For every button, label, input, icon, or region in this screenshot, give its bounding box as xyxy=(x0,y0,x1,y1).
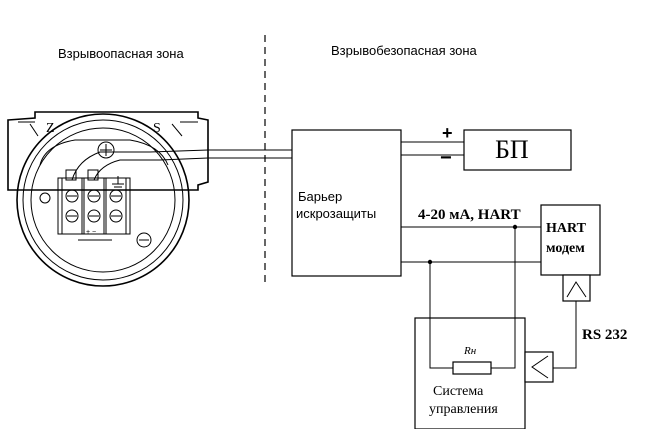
resistor-loop xyxy=(429,227,516,369)
control-system-port xyxy=(524,351,554,383)
ground-screw xyxy=(97,141,115,159)
rs232-line xyxy=(553,301,577,369)
transmitter-polarity: + − xyxy=(86,229,97,236)
hart-modem-box xyxy=(540,204,601,276)
transmitter-right-mark: S xyxy=(153,121,161,136)
rs232-label: RS 232 xyxy=(582,327,628,343)
transmitter-housing xyxy=(7,111,209,287)
barrier-label-line2: искрозащиты xyxy=(296,206,377,221)
signal-label: 4-20 мА, HART xyxy=(418,207,521,223)
modem-label-line2: модем xyxy=(546,241,585,256)
control-system-label-line2: управления xyxy=(429,402,498,417)
transmitter-left-mark: Z xyxy=(46,121,55,136)
load-resistor xyxy=(452,361,492,375)
control-system-label-line1: Система xyxy=(433,384,484,399)
power-wires xyxy=(401,141,464,156)
power-supply-label: БП xyxy=(495,135,529,164)
power-plus: + xyxy=(442,123,453,143)
cable-to-barrier xyxy=(208,149,292,159)
modem-label-line1: HART xyxy=(546,221,586,236)
barrier-box xyxy=(291,129,402,277)
hazardous-zone-label: Взрывоопасная зона xyxy=(58,46,184,61)
safe-zone-label: Взрывобезопасная зона xyxy=(331,43,477,58)
modem-port xyxy=(562,274,591,302)
power-minus: − xyxy=(440,147,452,169)
terminal-block xyxy=(57,177,131,235)
barrier-label-line1: Барьер xyxy=(298,189,343,204)
resistor-label: Rн xyxy=(464,345,477,357)
power-supply-box xyxy=(463,129,572,171)
